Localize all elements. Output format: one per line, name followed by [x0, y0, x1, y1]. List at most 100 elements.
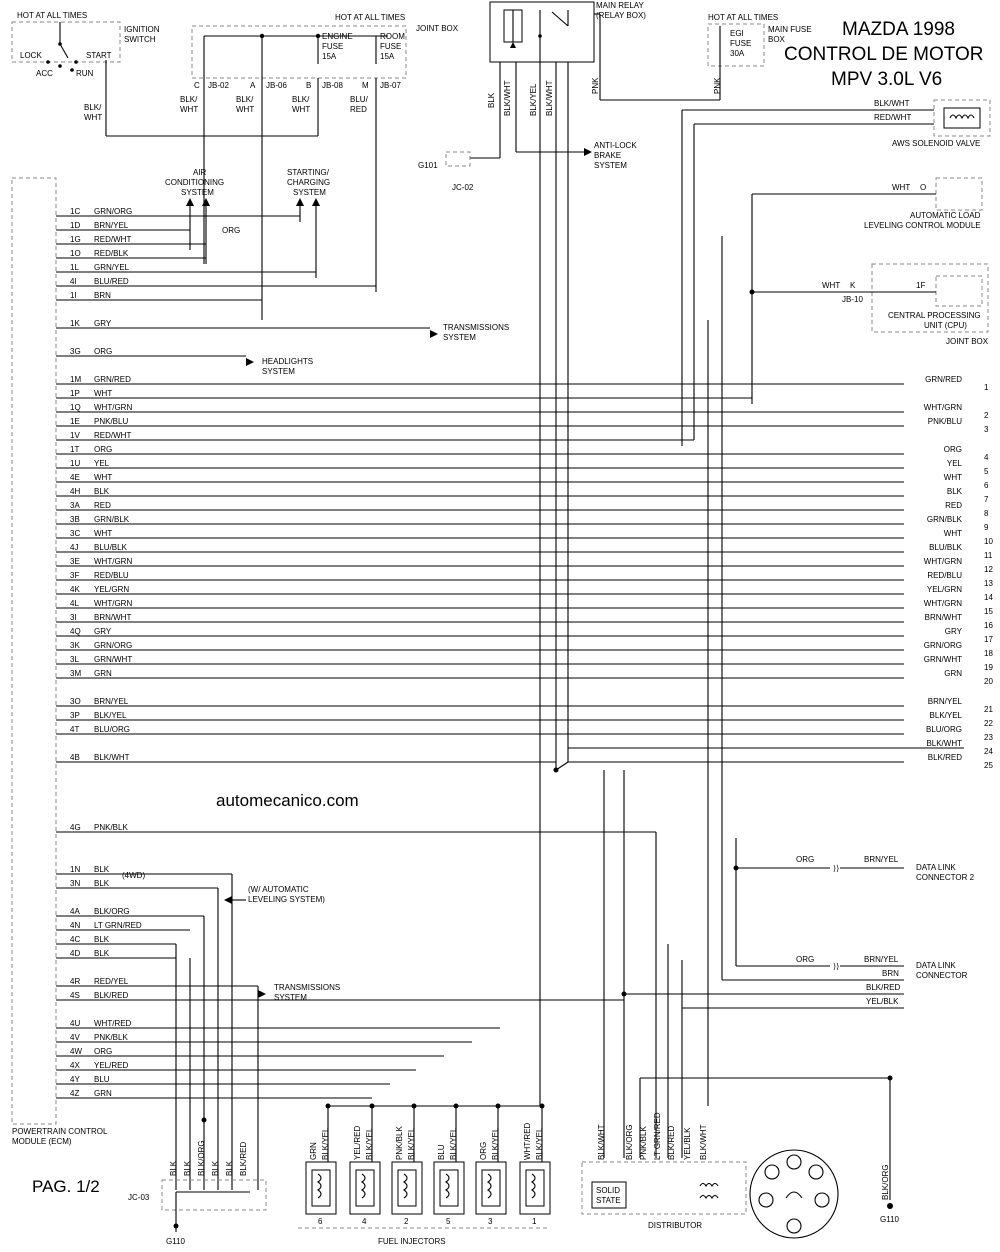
auto-load-box — [935, 177, 983, 211]
ref-wire-color: BRN/WHT — [925, 613, 962, 622]
pin-wire-color: BLU/BLK — [94, 543, 128, 552]
pin-wire-color: WHT — [94, 389, 112, 398]
pin-wire-color: BRN/YEL — [94, 697, 129, 706]
pin-wire-color: GRN/ORG — [94, 207, 132, 216]
pin-label: 3I — [70, 613, 77, 622]
pin-label: 3G — [70, 347, 81, 356]
ignition-hot-label: HOT AT ALL TIMES — [17, 11, 87, 20]
ref-wire-color: RED — [945, 501, 962, 510]
injector-wire-label: BLK/YEL — [365, 1127, 374, 1160]
pin-label: 4N — [70, 921, 80, 930]
pin-wire-color: RED/BLK — [94, 249, 129, 258]
jb06-label: JB-06 — [266, 81, 287, 90]
injector-coil — [361, 1173, 366, 1199]
injector-wire-label: PNK/BLK — [395, 1126, 404, 1160]
aws-wire-2: RED/WHT — [874, 113, 911, 122]
injector-wire-label: YEL/RED — [353, 1126, 362, 1160]
pin-label: 1T — [70, 445, 79, 454]
fuel-injector-6 — [305, 1161, 337, 1215]
pin-label: 1P — [70, 389, 80, 398]
ref-number: 7 — [984, 495, 989, 504]
distributor-label: DISTRIBUTOR — [648, 1221, 702, 1230]
solid-state-box — [591, 1181, 627, 1209]
ref-wire-color: BLU/ORG — [926, 725, 962, 734]
jc03-wire-label: BLK — [183, 1160, 192, 1176]
ref-wire-color: WHT/GRN — [924, 557, 962, 566]
injector-number: 2 — [404, 1217, 409, 1226]
ref-number: 23 — [984, 733, 993, 742]
ref-number: 20 — [984, 677, 993, 686]
ref-number: 2 — [984, 411, 989, 420]
relay-wire-blkyel: BLK/YEL — [529, 83, 538, 116]
relay-wire-blkwht-2: BLK/WHT — [545, 80, 554, 116]
jc03-wire-label: BLK — [211, 1160, 220, 1176]
pin-wire-color: RED — [94, 501, 111, 510]
ignition-switch-box — [11, 21, 121, 63]
pin-label: 4G — [70, 823, 81, 832]
pin-label: 4Q — [70, 627, 81, 636]
pin-label: 3M — [70, 669, 81, 678]
jc03-label: JC-03 — [128, 1193, 150, 1202]
ref-number: 15 — [984, 607, 993, 616]
air-cond-label-3: SYSTEM — [181, 188, 214, 197]
ref-number: 25 — [984, 761, 993, 770]
pin-wire-color: GRY — [94, 627, 112, 636]
jb07-wire-2: RED — [350, 105, 367, 114]
pin-wire-color: WHT/GRN — [94, 599, 132, 608]
jb07-wire-1: BLU/ — [350, 95, 369, 104]
ref-wire-color: BLK — [947, 487, 963, 496]
jb06-pin: A — [250, 81, 256, 90]
auto-leveling-label-1: (W/ AUTOMATIC — [248, 885, 309, 894]
injector-coil-frame — [525, 1169, 545, 1207]
injector-number: 5 — [446, 1217, 451, 1226]
pin-label: 3E — [70, 557, 80, 566]
jb02-wire-2: WHT — [180, 105, 198, 114]
pin-label: 4E — [70, 473, 80, 482]
jc03-wire-label: BLK/ORG — [197, 1140, 206, 1176]
pin-wire-color: ORG — [94, 347, 112, 356]
ref-number: 17 — [984, 635, 993, 644]
pin-label: 1I — [70, 291, 77, 300]
pin-label: 3N — [70, 879, 80, 888]
ref-wire-color: WHT/GRN — [924, 403, 962, 412]
ref-number: 10 — [984, 537, 993, 546]
watermark: automecanico.com — [216, 791, 359, 810]
jb08-label: JB-08 — [322, 81, 343, 90]
pin-wire-color: WHT/RED — [94, 1019, 132, 1028]
ref-number: 18 — [984, 649, 993, 658]
pin-wire-color: BLK — [94, 949, 110, 958]
pin-wire-color: BLK — [94, 935, 110, 944]
pin-wire-color: PNK/BLK — [94, 1033, 128, 1042]
pin-label: 4X — [70, 1061, 80, 1070]
pin-label: 4Z — [70, 1089, 79, 1098]
egi-fuse-label-3: 30A — [730, 49, 745, 58]
pin-label: 4A — [70, 907, 80, 916]
pin-wire-color: BLK/WHT — [94, 753, 130, 762]
distributor-wire-label: BLK/WHT — [699, 1124, 708, 1160]
cpu-box — [935, 275, 983, 307]
room-fuse-label-2: FUSE — [380, 42, 401, 51]
pin-wire-color: BLK — [94, 865, 110, 874]
distributor-cap — [749, 1149, 839, 1239]
injector-wire-label: BLK/YEL — [535, 1127, 544, 1160]
ground-wire-label: BLK/ORG — [881, 1164, 890, 1200]
anti-lock-label-3: SYSTEM — [594, 161, 627, 170]
jc02-label: JC-02 — [452, 183, 474, 192]
injector-wire-label: BLK/YEL — [321, 1127, 330, 1160]
injector-number: 3 — [488, 1217, 493, 1226]
cpu-label-1: CENTRAL PROCESSING — [888, 311, 981, 320]
main-fuse-box-label-2: BOX — [768, 35, 786, 44]
pin-wire-color: BLK — [94, 879, 110, 888]
pin-wire-color: YEL/GRN — [94, 585, 129, 594]
jb08-wire-2: WHT — [292, 105, 310, 114]
ref-number: 19 — [984, 663, 993, 672]
pin-wire-color: WHT — [94, 529, 112, 538]
pin-label: 4T — [70, 725, 79, 734]
jb02-wire-1: BLK/ — [180, 95, 198, 104]
pin-wire-color: GRN — [94, 1089, 112, 1098]
run-label: RUN — [76, 69, 94, 78]
pin-wire-color: RED/YEL — [94, 977, 129, 986]
jc03-wire-label: BLK/RED — [239, 1142, 248, 1176]
